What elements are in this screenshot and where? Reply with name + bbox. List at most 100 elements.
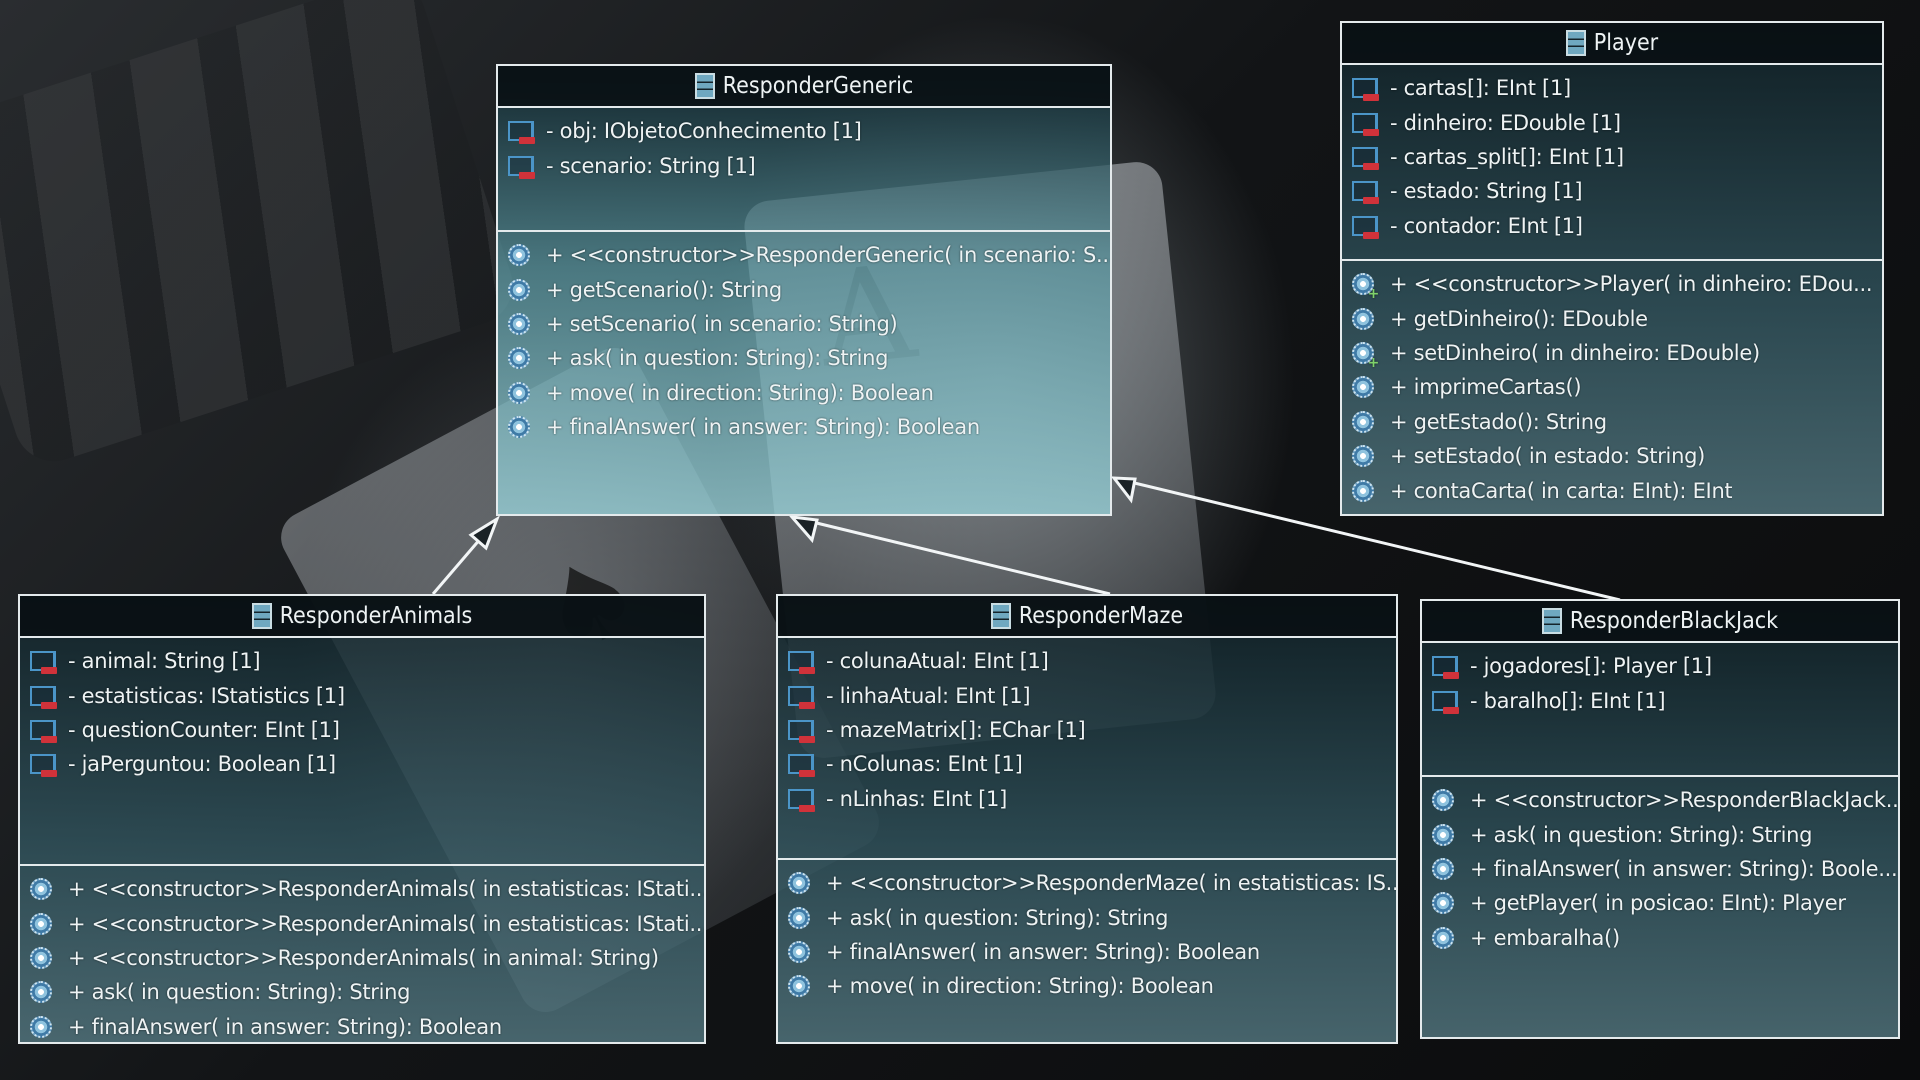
attribute-icon bbox=[508, 121, 535, 145]
operation-icon bbox=[30, 981, 52, 1004]
operation-icon bbox=[1432, 857, 1454, 880]
class-name: ResponderGeneric bbox=[722, 73, 914, 99]
operation-row[interactable]: + setDinheiro( in dinheiro: EDouble) bbox=[1352, 336, 1882, 370]
operation-row[interactable]: + ask( in question: String): String bbox=[30, 975, 704, 1009]
attribute-icon bbox=[1352, 215, 1379, 239]
operation-row[interactable]: + finalAnswer( in answer: String): Boole… bbox=[1432, 852, 1898, 886]
operation-row[interactable]: + finalAnswer( in answer: String): Boole… bbox=[30, 1010, 704, 1044]
class-icon bbox=[990, 603, 1011, 629]
class-box-respondermaze[interactable]: ResponderMaze - colunaAtual: EInt [1] - … bbox=[776, 594, 1398, 1044]
attribute-row[interactable]: - questionCounter: EInt [1] bbox=[30, 713, 704, 747]
class-header: ResponderGeneric bbox=[498, 66, 1110, 108]
operation-compartment: + <<constructor>>ResponderBlackJack... +… bbox=[1422, 777, 1898, 961]
operation-icon bbox=[30, 946, 52, 969]
class-icon bbox=[1565, 30, 1586, 56]
operation-row[interactable]: + <<constructor>>Player( in dinheiro: ED… bbox=[1352, 267, 1882, 301]
attribute-icon bbox=[30, 719, 57, 743]
attribute-icon bbox=[788, 754, 815, 778]
attribute-icon bbox=[788, 685, 815, 709]
attribute-row[interactable]: - baralho[]: EInt [1] bbox=[1432, 683, 1898, 717]
operation-row[interactable]: + <<constructor>>ResponderMaze( in estat… bbox=[788, 866, 1396, 900]
operation-row[interactable]: + ask( in question: String): String bbox=[508, 341, 1110, 375]
attribute-row[interactable]: - mazeMatrix[]: EChar [1] bbox=[788, 713, 1396, 747]
operation-row[interactable]: + embaralha() bbox=[1432, 921, 1898, 955]
attribute-row[interactable]: - contador: EInt [1] bbox=[1352, 209, 1882, 243]
attribute-row[interactable]: - dinheiro: EDouble [1] bbox=[1352, 105, 1882, 139]
edge-blackjack-arrowhead bbox=[1110, 476, 1137, 504]
operation-icon bbox=[30, 1015, 52, 1038]
constructor-operation-icon bbox=[1352, 273, 1379, 301]
operation-row[interactable]: + getEstado(): String bbox=[1352, 405, 1882, 439]
operation-icon bbox=[1352, 445, 1374, 468]
operation-row[interactable]: + finalAnswer( in answer: String): Boole… bbox=[508, 410, 1110, 444]
attribute-row[interactable]: - linhaAtual: EInt [1] bbox=[788, 678, 1396, 712]
operation-icon bbox=[1432, 892, 1454, 915]
attribute-compartment: - jogadores[]: Player [1] - baralho[]: E… bbox=[1422, 643, 1898, 777]
operation-row[interactable]: + <<constructor>>ResponderAnimals( in es… bbox=[30, 906, 704, 940]
class-box-respondergeneric[interactable]: ResponderGeneric - obj: IObjetoConhecime… bbox=[496, 64, 1112, 516]
attribute-row[interactable]: - jaPerguntou: Boolean [1] bbox=[30, 747, 704, 781]
edge-maze-to-generic bbox=[799, 517, 1111, 596]
operation-row[interactable]: + move( in direction: String): Boolean bbox=[788, 969, 1396, 1003]
class-name: Player bbox=[1593, 30, 1659, 56]
edge-maze-arrowhead bbox=[788, 515, 819, 544]
operation-compartment: + <<constructor>>ResponderMaze( in estat… bbox=[778, 860, 1396, 1010]
attribute-icon bbox=[1352, 78, 1379, 102]
operation-icon bbox=[1432, 789, 1454, 812]
operation-row[interactable]: + move( in direction: String): Boolean bbox=[508, 376, 1110, 410]
edge-animals-arrowhead bbox=[468, 515, 500, 551]
attribute-icon bbox=[30, 754, 57, 778]
operation-icon bbox=[508, 416, 530, 439]
operation-row[interactable]: + ask( in question: String): String bbox=[1432, 817, 1898, 851]
operation-icon bbox=[788, 975, 810, 998]
operation-row[interactable]: + <<constructor>>ResponderAnimals( in an… bbox=[30, 941, 704, 975]
operation-row[interactable]: + setEstado( in estado: String) bbox=[1352, 439, 1882, 473]
attribute-icon bbox=[788, 788, 815, 812]
operation-row[interactable]: + <<constructor>>ResponderAnimals( in es… bbox=[30, 872, 704, 906]
operation-compartment: + <<constructor>>ResponderGeneric( in sc… bbox=[498, 232, 1110, 450]
attribute-icon bbox=[30, 651, 57, 675]
class-header: ResponderMaze bbox=[778, 596, 1396, 638]
operation-row[interactable]: + getScenario(): String bbox=[508, 272, 1110, 306]
operation-icon bbox=[1352, 307, 1374, 330]
operation-icon bbox=[1352, 479, 1374, 502]
attribute-row[interactable]: - cartas[]: EInt [1] bbox=[1352, 71, 1882, 105]
operation-row[interactable]: + imprimeCartas() bbox=[1352, 370, 1882, 404]
operation-row[interactable]: + <<constructor>>ResponderBlackJack... bbox=[1432, 783, 1898, 817]
operation-row[interactable]: + ask( in question: String): String bbox=[788, 900, 1396, 934]
operation-row[interactable]: + setScenario( in scenario: String) bbox=[508, 307, 1110, 341]
attribute-row[interactable]: - estado: String [1] bbox=[1352, 174, 1882, 208]
operation-icon bbox=[788, 940, 810, 963]
class-header: ResponderBlackJack bbox=[1422, 601, 1898, 643]
operation-icon bbox=[508, 312, 530, 335]
class-header: Player bbox=[1342, 23, 1882, 65]
attribute-row[interactable]: - estatisticas: IStatistics [1] bbox=[30, 678, 704, 712]
attribute-row[interactable]: - colunaAtual: EInt [1] bbox=[788, 644, 1396, 678]
class-box-responderblackjack[interactable]: ResponderBlackJack - jogadores[]: Player… bbox=[1420, 599, 1900, 1039]
attribute-row[interactable]: - obj: IObjetoConhecimento [1] bbox=[508, 114, 1110, 148]
attribute-row[interactable]: - nColunas: EInt [1] bbox=[788, 747, 1396, 781]
class-icon bbox=[1541, 608, 1562, 634]
operation-row[interactable]: + <<constructor>>ResponderGeneric( in sc… bbox=[508, 238, 1110, 272]
operation-row[interactable]: + finalAnswer( in answer: String): Boole… bbox=[788, 935, 1396, 969]
attribute-row[interactable]: - cartas_split[]: EInt [1] bbox=[1352, 140, 1882, 174]
class-box-responderanimals[interactable]: ResponderAnimals - animal: String [1] - … bbox=[18, 594, 706, 1044]
operation-row[interactable]: + getDinheiro(): EDouble bbox=[1352, 301, 1882, 335]
attribute-row[interactable]: - nLinhas: EInt [1] bbox=[788, 782, 1396, 816]
attribute-row[interactable]: - animal: String [1] bbox=[30, 644, 704, 678]
attribute-icon bbox=[30, 685, 57, 709]
class-name: ResponderBlackJack bbox=[1569, 608, 1779, 634]
attribute-row[interactable]: - jogadores[]: Player [1] bbox=[1432, 649, 1898, 683]
attribute-icon bbox=[1432, 656, 1459, 680]
attribute-icon bbox=[788, 651, 815, 675]
operation-icon bbox=[1432, 926, 1454, 949]
operation-icon bbox=[788, 906, 810, 929]
class-name: ResponderAnimals bbox=[279, 603, 473, 629]
attribute-icon bbox=[1352, 112, 1379, 136]
class-box-player[interactable]: Player - cartas[]: EInt [1] - dinheiro: … bbox=[1340, 21, 1884, 516]
attribute-row[interactable]: - scenario: String [1] bbox=[508, 148, 1110, 182]
operation-row[interactable]: + getPlayer( in posicao: EInt): Player bbox=[1432, 886, 1898, 920]
operation-icon bbox=[1432, 823, 1454, 846]
operation-row[interactable]: + contaCarta( in carta: EInt): EInt bbox=[1352, 473, 1882, 507]
